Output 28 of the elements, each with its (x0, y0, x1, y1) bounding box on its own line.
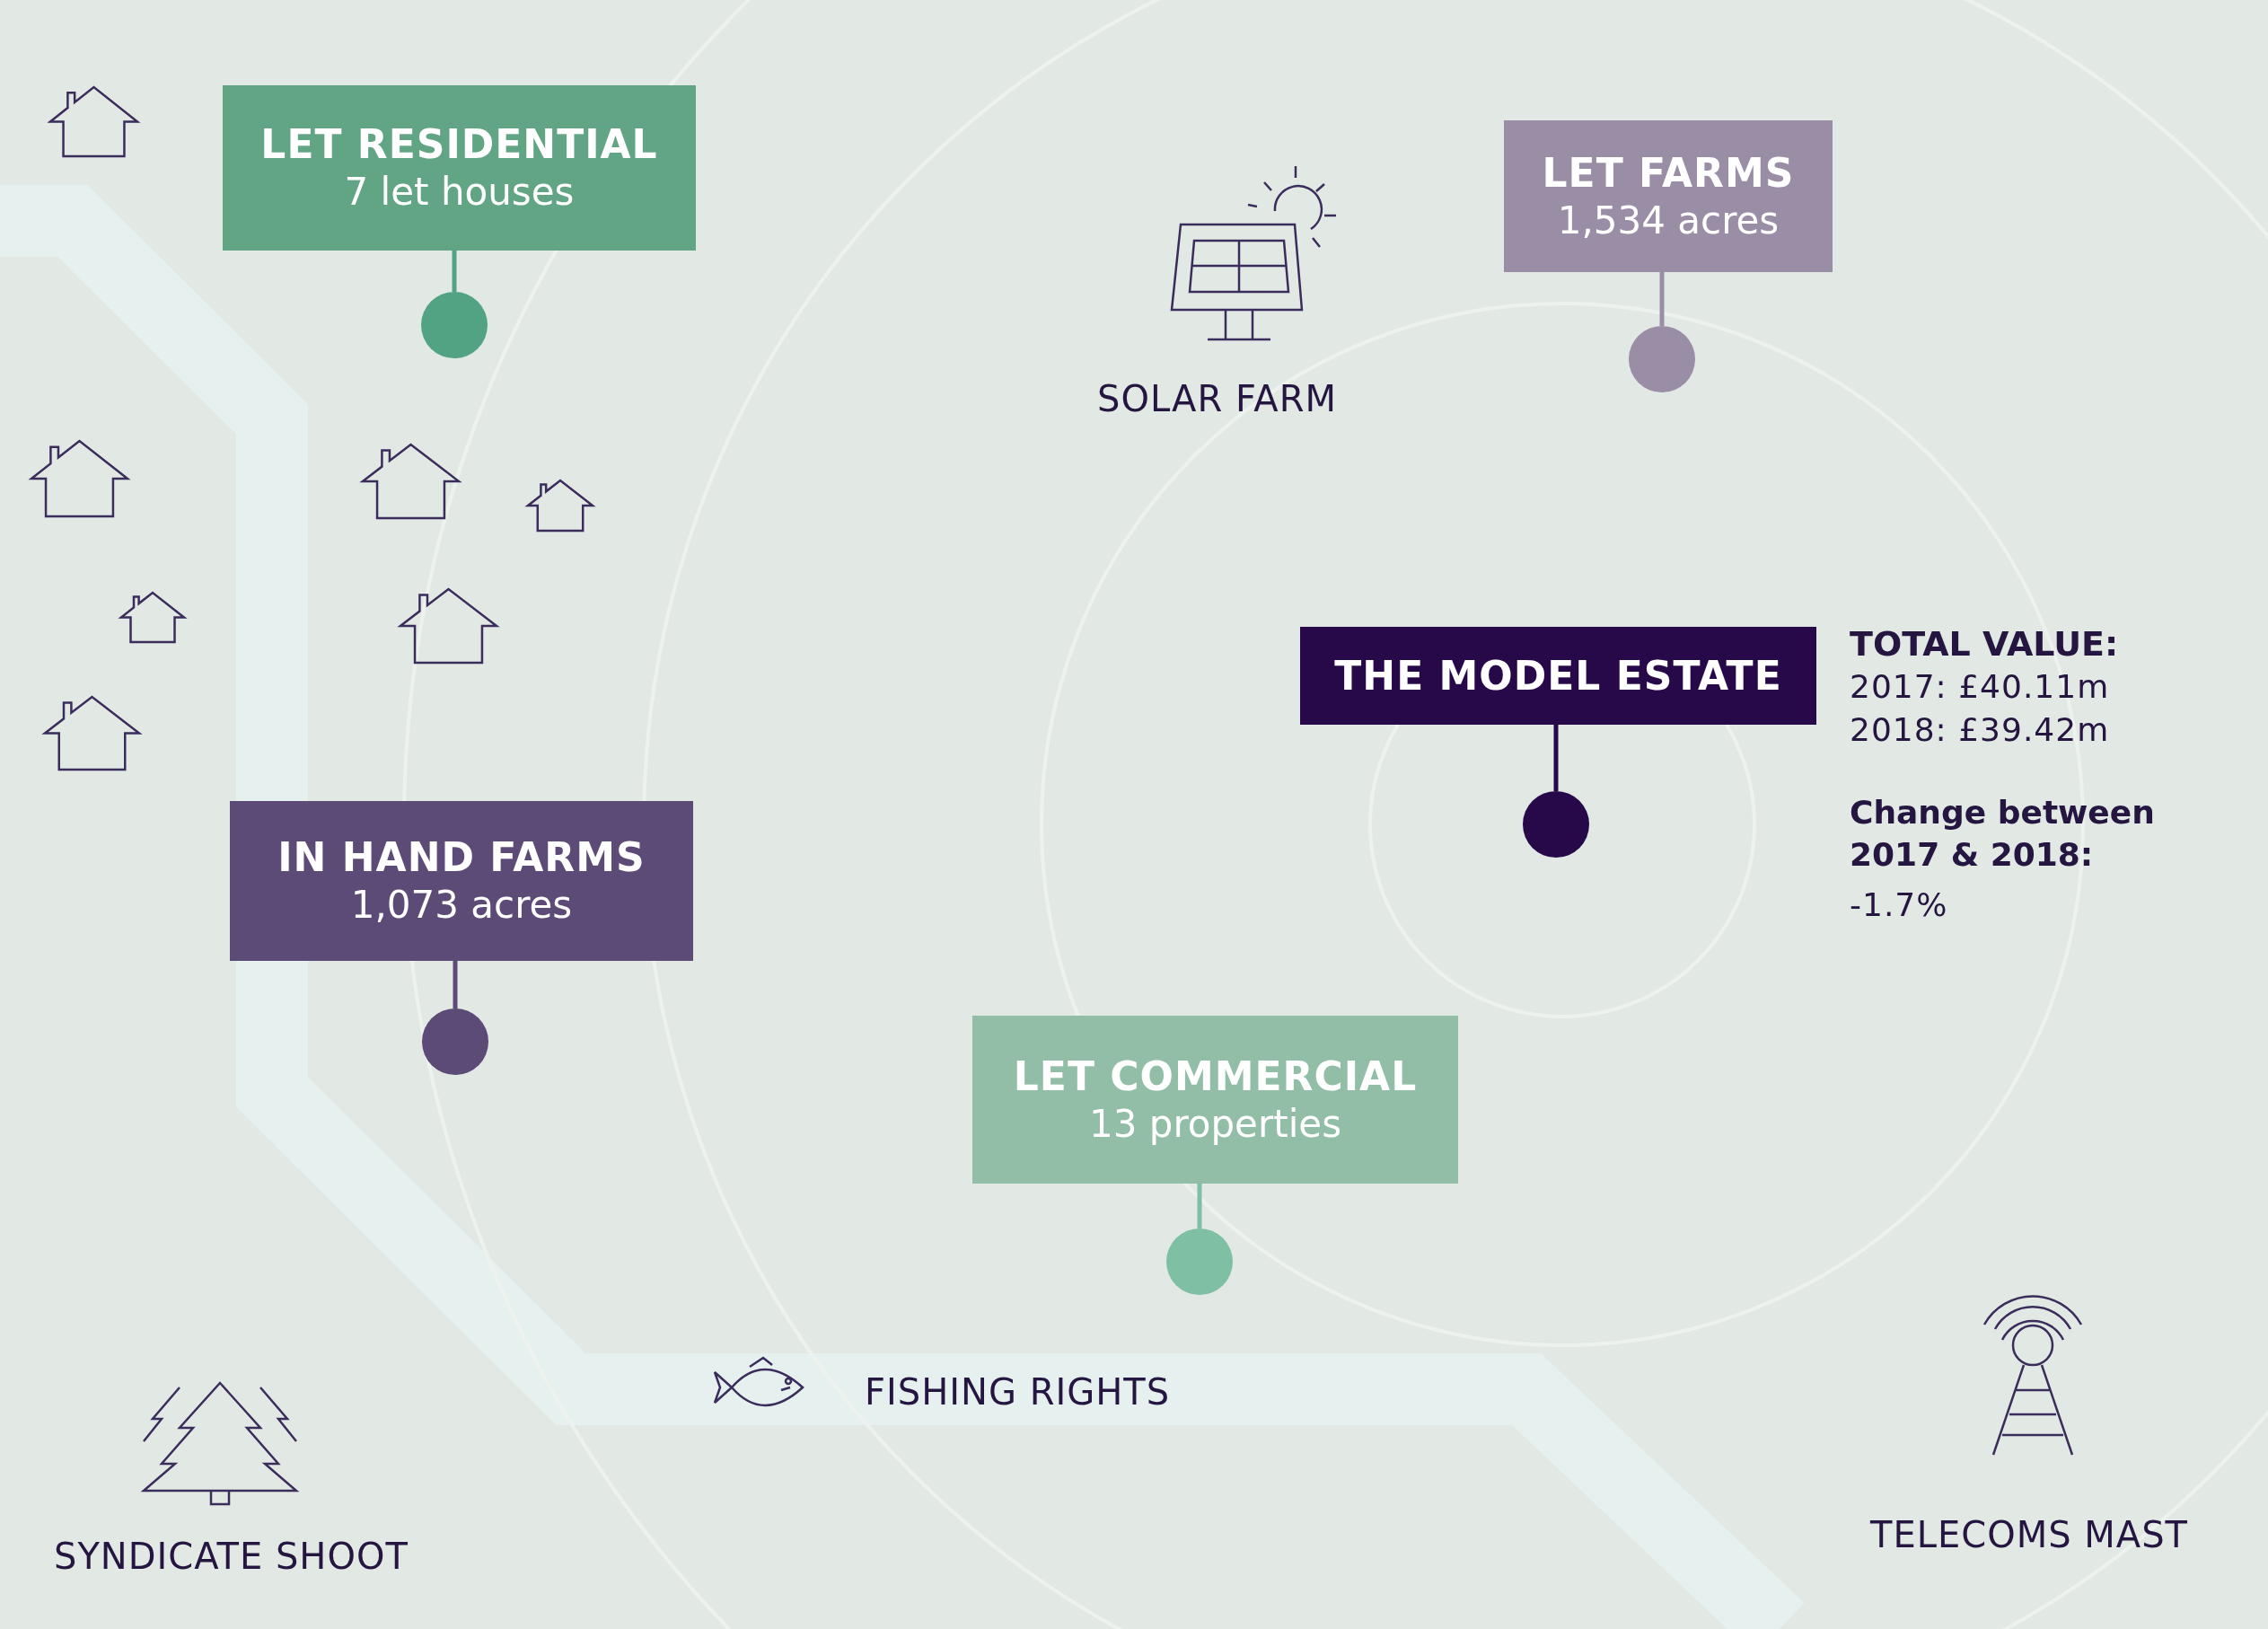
leader-line (1553, 725, 1559, 791)
icon-caption: TELECOMS MAST (1870, 1513, 2188, 1557)
category-figure: 13 properties (1088, 1100, 1342, 1148)
category-figure: 1,073 acres (350, 882, 573, 929)
value-text: 2018: £39.42m (1850, 710, 2110, 750)
icon-caption: SYNDICATE SHOOT (54, 1535, 409, 1579)
category-box (1504, 120, 1833, 272)
category-figure: 7 let houses (344, 169, 575, 216)
category-box (223, 85, 696, 251)
value-text: 2017: £40.11m (1850, 667, 2110, 707)
leader-line (453, 961, 458, 1008)
category-heading: IN HAND FARMS (277, 833, 646, 883)
category-heading: LET FARMS (1542, 148, 1795, 198)
category-figure: 1,534 acres (1557, 197, 1780, 244)
category-box (230, 801, 693, 961)
leader-line (452, 251, 457, 292)
change-heading: Change between 2017 & 2018: (1850, 793, 2156, 875)
leader-line (1197, 1184, 1202, 1228)
category-box (1300, 627, 1816, 725)
category-heading: LET RESIDENTIAL (260, 120, 658, 170)
icon-caption: SOLAR FARM (1097, 377, 1337, 421)
change-value: -1.7% (1850, 885, 1948, 925)
value-heading: TOTAL VALUE: (1850, 623, 2119, 665)
leader-line (1659, 272, 1665, 326)
icon-caption: FISHING RIGHTS (865, 1370, 1171, 1414)
category-box (972, 1016, 1458, 1184)
category-heading: LET COMMERCIAL (1013, 1052, 1418, 1101)
category-heading: THE MODEL ESTATE (1334, 652, 1782, 700)
